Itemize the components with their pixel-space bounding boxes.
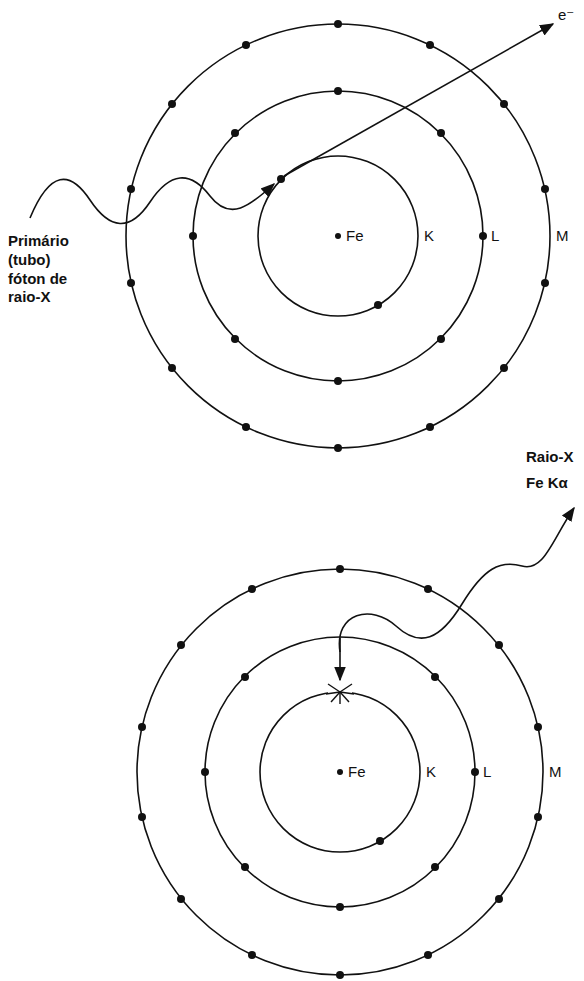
- electron: [231, 335, 239, 343]
- electrons-top: [127, 20, 549, 452]
- electron: [189, 232, 197, 240]
- electron: [479, 232, 487, 240]
- electron: [437, 335, 445, 343]
- electron: [500, 100, 508, 108]
- electron: [424, 585, 432, 593]
- nucleus: [335, 233, 341, 239]
- electron: [336, 971, 344, 979]
- electron: [437, 129, 445, 137]
- electron: [431, 863, 439, 871]
- electron: [334, 444, 342, 452]
- primary-photon-label: Primário (tubo) fóton de raio-X: [8, 232, 88, 307]
- k-shell: [258, 156, 418, 316]
- shell-label: K: [424, 227, 434, 246]
- electron: [500, 364, 508, 372]
- electron: [471, 768, 479, 776]
- electron: [336, 565, 344, 573]
- shell-label: K: [426, 763, 436, 782]
- electron: [541, 185, 549, 193]
- electron: [241, 673, 249, 681]
- electron: [127, 279, 135, 287]
- atom-shells-top: [126, 24, 550, 448]
- electron: [426, 41, 434, 49]
- shell-label: L: [483, 763, 491, 782]
- electron: [177, 895, 185, 903]
- element-symbol: Fe: [348, 763, 366, 782]
- l-shell: [205, 637, 475, 907]
- vacancy-star: [326, 684, 354, 704]
- l-shell: [193, 91, 483, 381]
- star-ray: [340, 684, 352, 692]
- electrons-bottom: [138, 565, 542, 979]
- fluorescent-photon-wave: [339, 508, 574, 652]
- fluorescence-label: Fe Kα: [526, 474, 568, 493]
- electron: [127, 185, 135, 193]
- electron: [534, 723, 542, 731]
- electron: [541, 279, 549, 287]
- electron: [424, 951, 432, 959]
- electron: [168, 100, 176, 108]
- star-ray: [339, 692, 340, 704]
- electron: [495, 641, 503, 649]
- electron: [334, 377, 342, 385]
- electron: [177, 641, 185, 649]
- electron: [138, 723, 146, 731]
- electron: [248, 951, 256, 959]
- electron: [495, 895, 503, 903]
- m-shell: [137, 569, 543, 975]
- shell-label: M: [549, 763, 562, 782]
- shell-label: M: [556, 227, 569, 246]
- ejected-electron-arrow: [284, 24, 553, 176]
- electron: [168, 364, 176, 372]
- electron: [334, 20, 342, 28]
- electron: [242, 423, 250, 431]
- primary-photon-wave: [30, 178, 274, 224]
- electron: [431, 673, 439, 681]
- fluorescence-label: Raio-X: [526, 448, 574, 467]
- electron: [201, 768, 209, 776]
- element-symbol: Fe: [346, 227, 364, 246]
- electron: [336, 903, 344, 911]
- electron: [277, 175, 285, 183]
- electron: [241, 863, 249, 871]
- star-ray: [331, 692, 340, 702]
- electron: [534, 813, 542, 821]
- atom-shells-bottom: [137, 569, 543, 975]
- electron: [231, 129, 239, 137]
- shell-label: L: [491, 227, 499, 246]
- electron: [242, 41, 250, 49]
- star-ray: [328, 684, 340, 692]
- electron: [374, 301, 382, 309]
- electron: [426, 423, 434, 431]
- star-ray: [340, 692, 349, 702]
- electron: [376, 837, 384, 845]
- k-shell: [260, 692, 420, 852]
- electron: [248, 585, 256, 593]
- m-shell: [126, 24, 550, 448]
- electron: [138, 813, 146, 821]
- nucleus: [337, 769, 343, 775]
- electron-symbol: e⁻: [558, 6, 574, 25]
- electron: [334, 87, 342, 95]
